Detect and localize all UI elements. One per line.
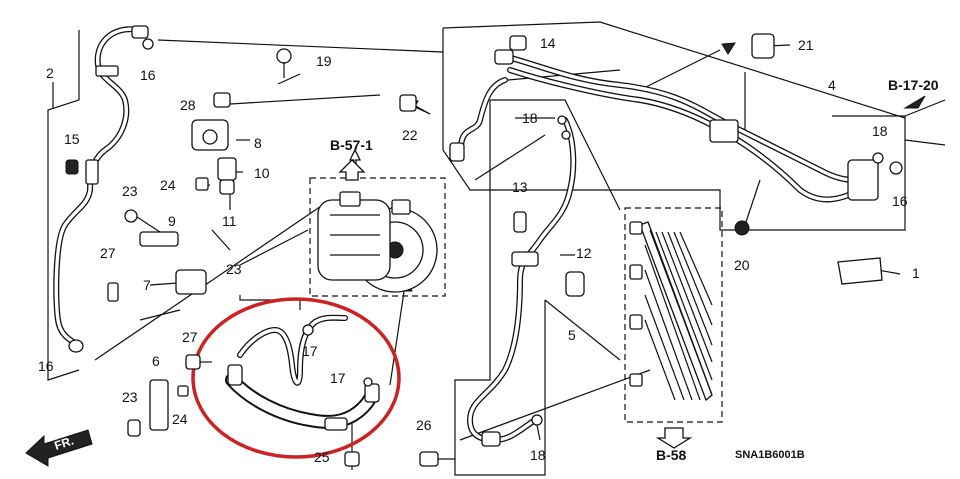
callout-23-lower: 23	[122, 389, 138, 405]
callout-23-middle: 23	[226, 261, 242, 277]
pipe-part-5	[467, 117, 577, 447]
reference-b58: B-58	[656, 447, 687, 463]
callout-6: 6	[152, 353, 160, 369]
callout-7: 7	[143, 277, 151, 293]
callout-24-lower: 24	[172, 411, 188, 427]
bracket-lines	[47, 21, 946, 476]
callout-26: 26	[416, 417, 432, 433]
callout-27-lower: 27	[182, 329, 198, 345]
callout-11: 11	[222, 213, 237, 229]
callout-10: 10	[254, 165, 270, 181]
diagram-code: SNA1B6001B	[735, 449, 805, 461]
front-arrow: FR.	[25, 429, 93, 467]
callout-21: 21	[798, 37, 814, 53]
discharge-hose-highlighted	[225, 314, 380, 431]
callout-28: 28	[180, 97, 196, 113]
pipe-part-2	[53, 25, 149, 353]
callout-17-lower: 17	[330, 370, 346, 386]
callout-27-upper: 27	[100, 245, 116, 261]
callout-12: 12	[576, 245, 592, 261]
callout-25: 25	[314, 449, 330, 465]
callout-2: 2	[46, 65, 54, 81]
callout-23-upper: 23	[122, 183, 138, 199]
callout-15: 15	[64, 131, 80, 147]
callout-1: 1	[912, 265, 920, 281]
b57-up-arrow	[338, 159, 366, 181]
callout-22: 22	[402, 127, 418, 143]
callout-8: 8	[254, 135, 262, 151]
callout-5: 5	[568, 327, 576, 343]
callout-14: 14	[540, 35, 556, 51]
front-label: FR.	[53, 434, 76, 453]
condenser-reference	[624, 207, 723, 449]
callout-24-upper: 24	[160, 177, 176, 193]
callout-16-bottom: 16	[38, 358, 54, 374]
highlight-circle	[191, 297, 401, 459]
callout-20: 20	[734, 257, 750, 273]
callout-18-lower: 18	[530, 447, 546, 463]
callout-13: 13	[512, 179, 528, 195]
callout-16-top: 16	[140, 67, 156, 83]
callout-16-right: 16	[892, 193, 908, 209]
reference-b17-20: B-17-20	[888, 77, 939, 93]
callout-18-upper: 18	[522, 110, 538, 126]
callout-labels: 1 2 4 5 6 7 8 9 10 11 12 13 14 15 16 16 …	[38, 35, 920, 465]
small-hardware	[65, 33, 903, 467]
callout-17-upper: 17	[302, 343, 318, 359]
b17-arrow	[903, 95, 926, 109]
callout-4: 4	[828, 77, 836, 93]
compressor-reference	[309, 148, 446, 297]
callout-18-right: 18	[872, 123, 888, 139]
reference-b57-1: B-57-1	[330, 137, 373, 153]
pipe-part-4	[449, 49, 879, 203]
callout-19: 19	[316, 53, 332, 69]
callout-9: 9	[168, 213, 176, 229]
